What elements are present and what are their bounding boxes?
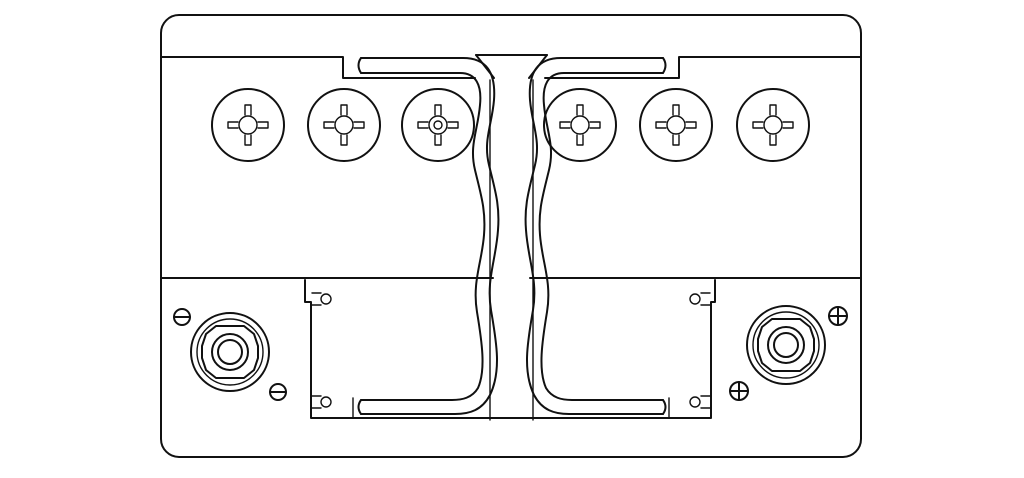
vent-cap-icon <box>639 88 713 162</box>
vent-cap-icon <box>736 88 810 162</box>
panel-clips <box>311 292 711 409</box>
vent-cap-icon <box>307 88 381 162</box>
lower-lid-panel <box>304 279 716 419</box>
battery-outer-case <box>160 14 862 458</box>
plus-symbol-icon <box>729 306 848 401</box>
upper-lid-panel <box>160 56 862 279</box>
positive-terminal <box>746 305 826 385</box>
vent-cap-icon <box>543 88 617 162</box>
vent-cap-icon <box>401 88 475 162</box>
vent-cap-icon <box>211 88 285 162</box>
minus-symbol-icon <box>173 308 287 401</box>
negative-terminal <box>190 312 270 392</box>
vent-cap-row <box>211 88 810 162</box>
carry-handle-icon <box>357 57 667 415</box>
